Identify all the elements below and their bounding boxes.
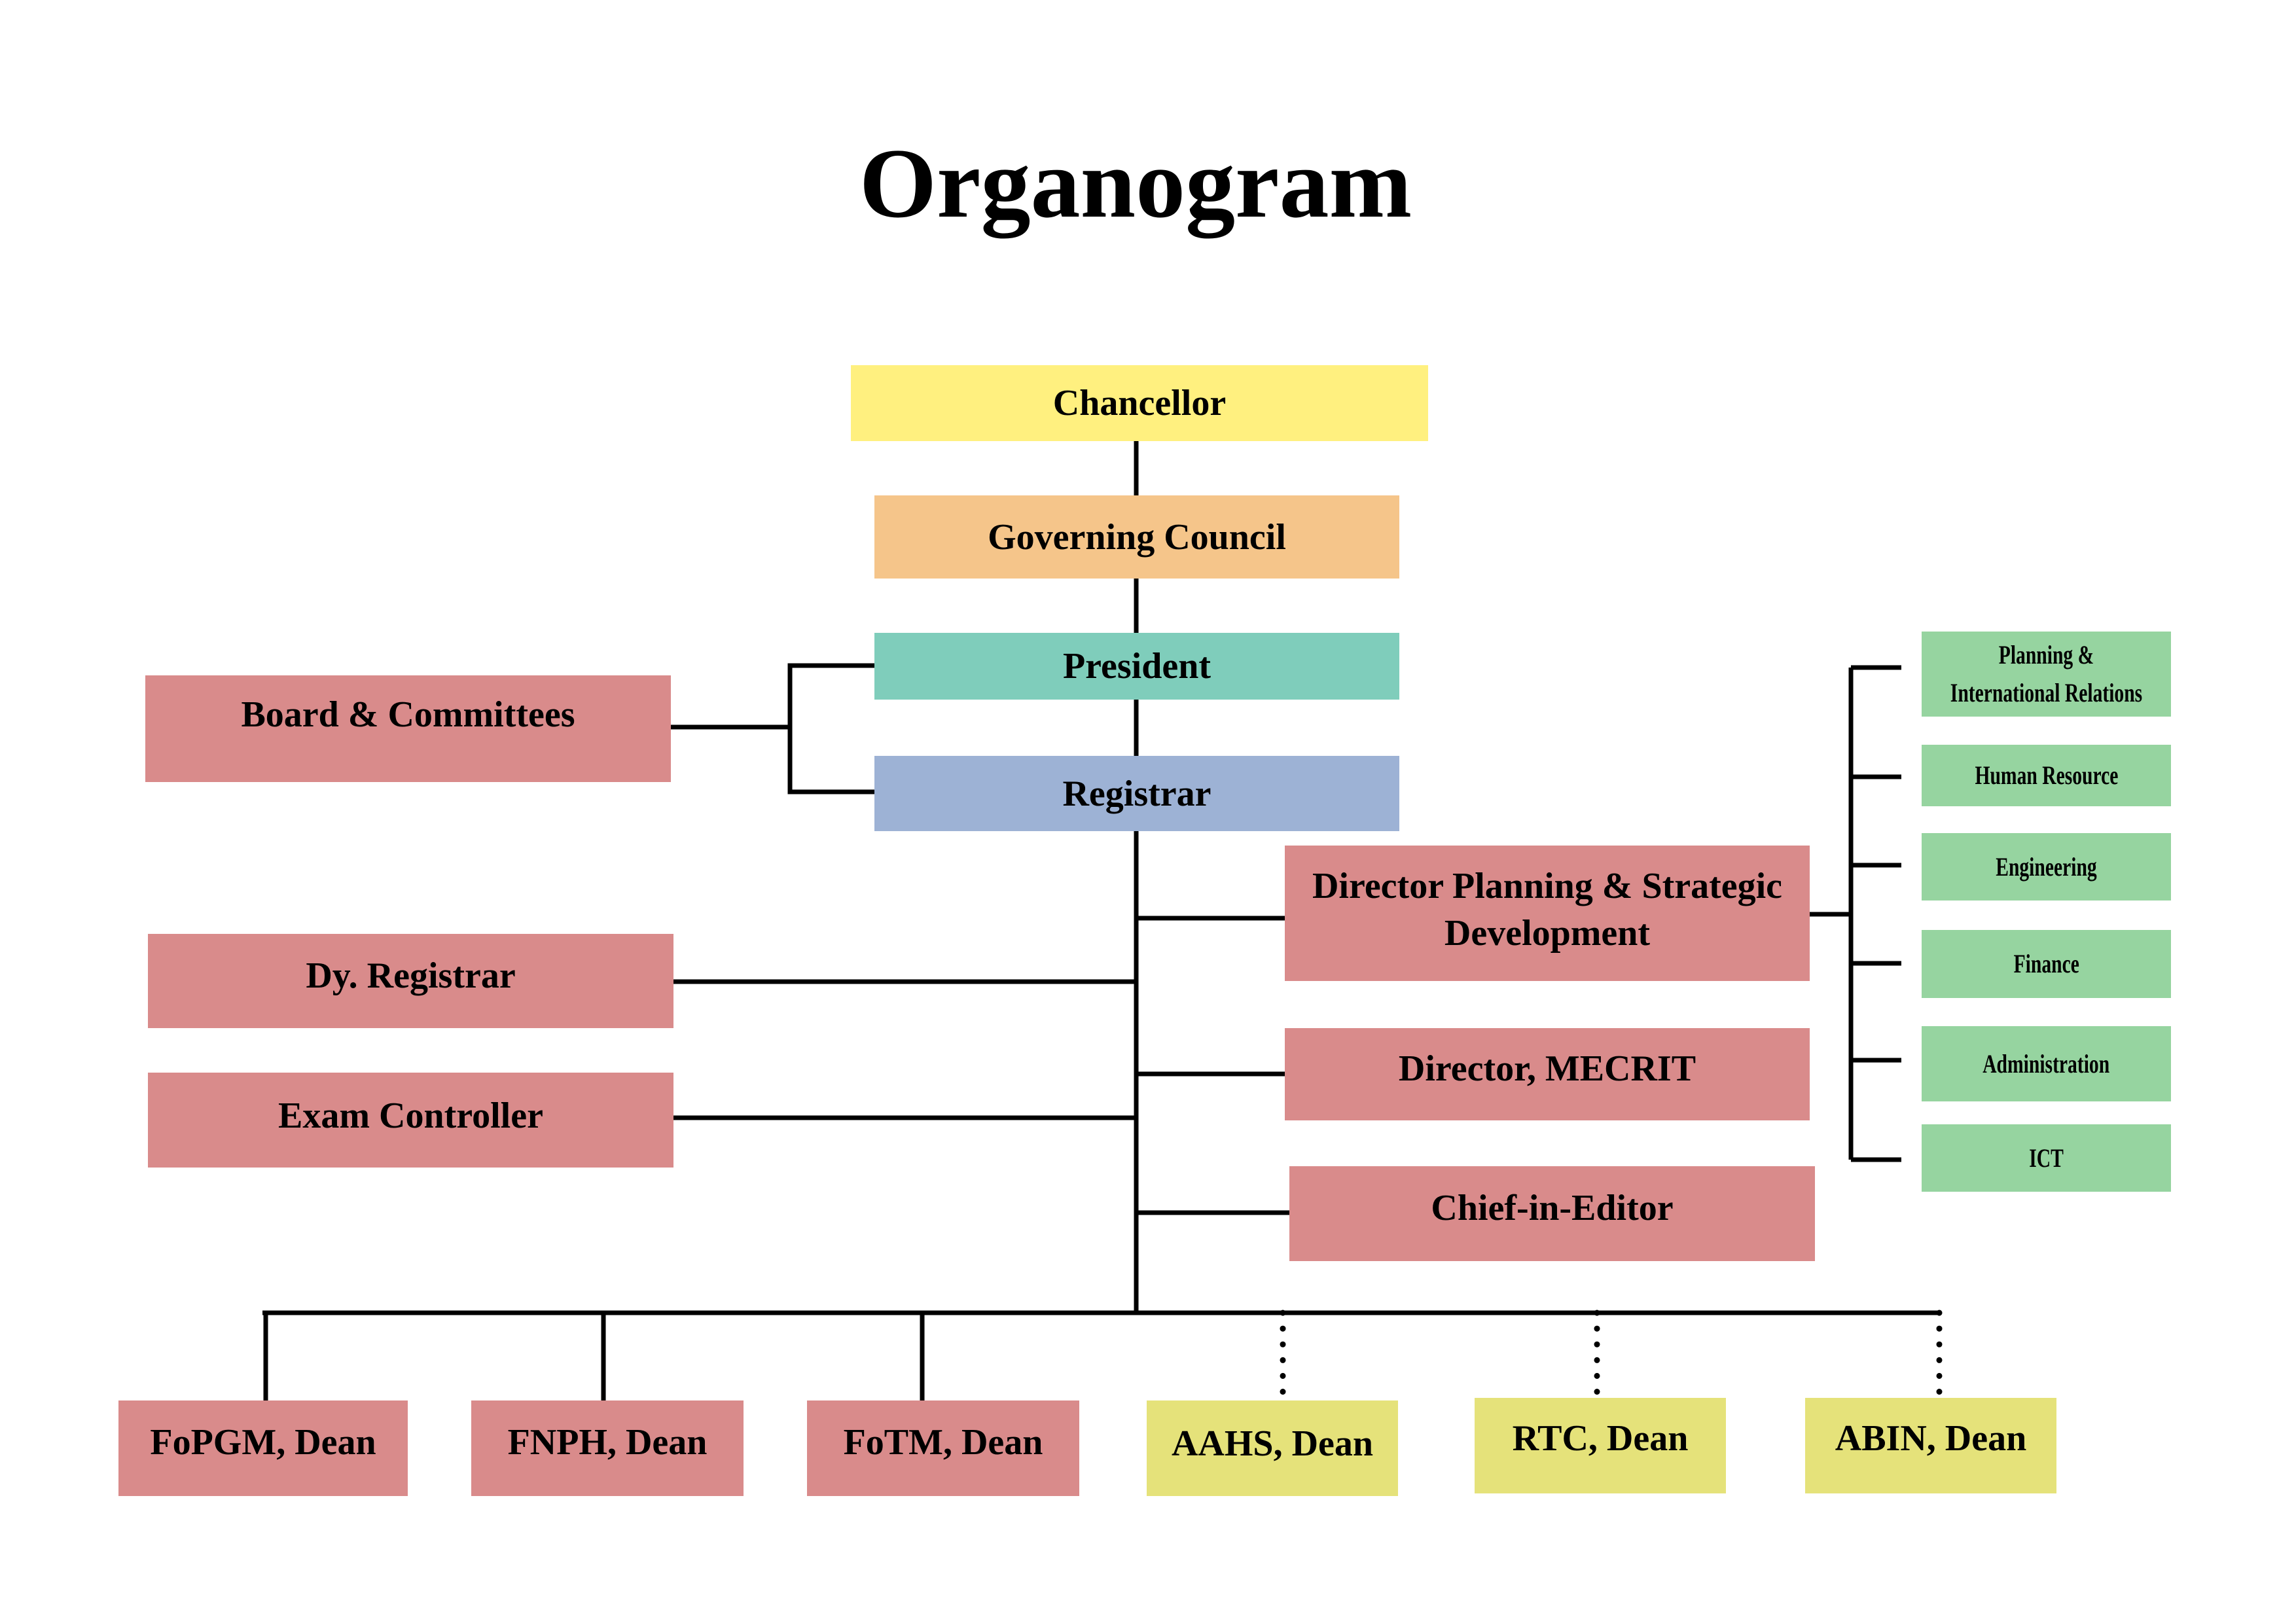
node-director-planning-label: Director Planning & Strategic Developmen… xyxy=(1312,866,1783,954)
department-label: Engineering xyxy=(1996,851,2097,882)
dean-rtc[interactable]: RTC, Dean xyxy=(1475,1398,1726,1493)
department-finance[interactable]: Finance xyxy=(1922,930,2171,998)
dean-label: ABIN, Dean xyxy=(1835,1418,2027,1459)
node-exam-controller[interactable]: Exam Controller xyxy=(148,1073,673,1168)
page-title: Organogram xyxy=(859,128,1412,238)
node-director-mecrit[interactable]: Director, MECRIT xyxy=(1285,1028,1810,1120)
node-dy-registrar[interactable]: Dy. Registrar xyxy=(148,934,673,1028)
department-human-resource[interactable]: Human Resource xyxy=(1922,745,2171,806)
node-chief-in-editor[interactable]: Chief-in-Editor xyxy=(1289,1166,1815,1261)
node-board-committees[interactable]: Board & Committees xyxy=(145,675,671,782)
node-registrar[interactable]: Registrar xyxy=(874,756,1399,831)
node-dy-registrar-label: Dy. Registrar xyxy=(306,955,516,996)
department-label: ICT xyxy=(2029,1143,2064,1173)
dean-aahs[interactable]: AAHS, Dean xyxy=(1147,1400,1398,1496)
node-chancellor-label: Chancellor xyxy=(1052,383,1227,423)
dean-fopgm[interactable]: FoPGM, Dean xyxy=(118,1400,408,1496)
department-planning-international[interactable]: Planning & International Relations xyxy=(1922,632,2171,717)
department-label: Planning & International Relations xyxy=(1950,640,2143,707)
node-governing-council-label: Governing Council xyxy=(988,516,1286,558)
department-label: Administration xyxy=(1982,1048,2110,1079)
node-president-label: President xyxy=(1062,646,1211,687)
department-engineering[interactable]: Engineering xyxy=(1922,833,2171,901)
node-registrar-label: Registrar xyxy=(1062,773,1211,814)
department-label: Finance xyxy=(2013,949,2079,978)
dean-label: FoPGM, Dean xyxy=(150,1422,376,1463)
dean-fotm[interactable]: FoTM, Dean xyxy=(807,1400,1079,1496)
department-ict[interactable]: ICT xyxy=(1922,1124,2171,1192)
department-label: Human Resource xyxy=(1975,760,2118,790)
node-chancellor[interactable]: Chancellor xyxy=(851,365,1428,441)
node-governing-council[interactable]: Governing Council xyxy=(874,495,1399,579)
node-board-committees-label: Board & Committees xyxy=(241,694,575,735)
dean-fnph[interactable]: FNPH, Dean xyxy=(471,1400,744,1496)
node-exam-controller-label: Exam Controller xyxy=(278,1096,543,1136)
dean-label: FoTM, Dean xyxy=(843,1422,1043,1463)
dean-label: FNPH, Dean xyxy=(507,1422,708,1463)
connector-board-bracket xyxy=(787,663,874,794)
dean-abin[interactable]: ABIN, Dean xyxy=(1805,1398,2056,1493)
dean-label: RTC, Dean xyxy=(1512,1418,1689,1459)
dean-label: AAHS, Dean xyxy=(1171,1423,1374,1464)
node-chief-in-editor-label: Chief-in-Editor xyxy=(1431,1188,1674,1228)
node-president[interactable]: President xyxy=(874,633,1399,700)
node-director-planning[interactable]: Director Planning & Strategic Developmen… xyxy=(1285,846,1810,981)
department-administration[interactable]: Administration xyxy=(1922,1026,2171,1101)
node-director-mecrit-label: Director, MECRIT xyxy=(1398,1048,1696,1089)
